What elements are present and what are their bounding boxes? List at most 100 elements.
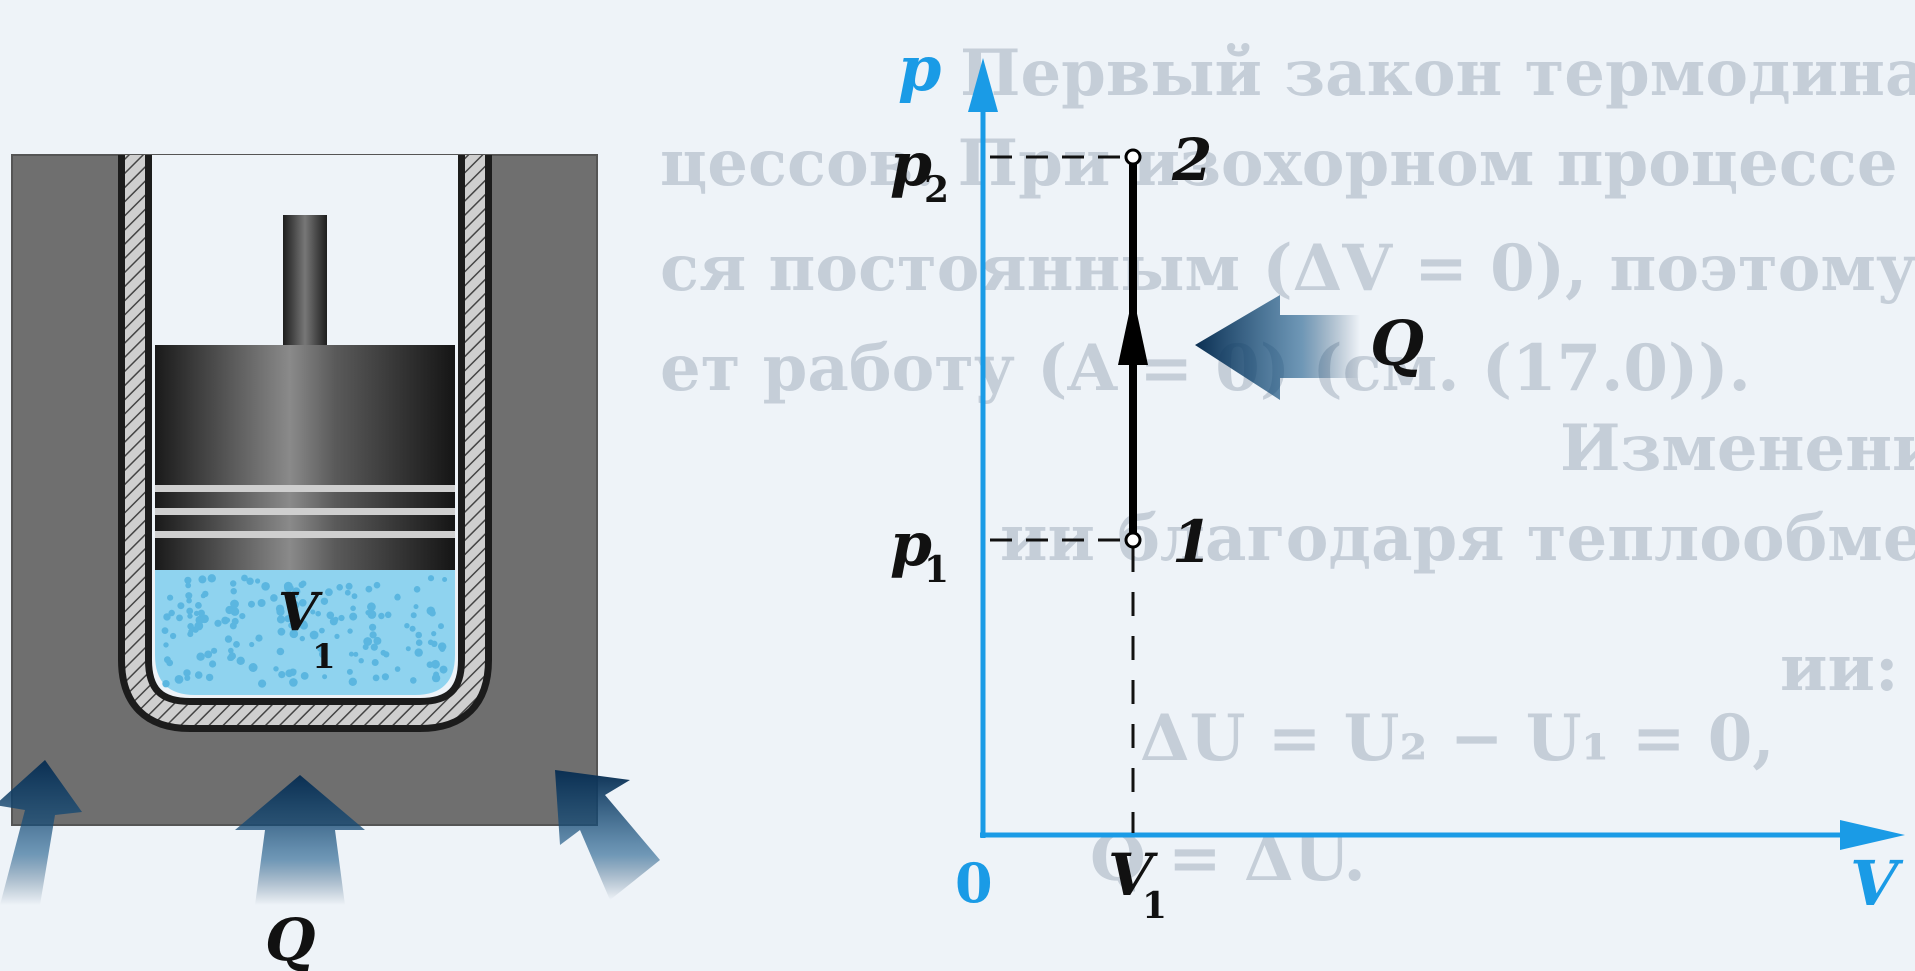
gas-molecule <box>185 582 192 589</box>
gas-molecule <box>248 663 258 672</box>
background-text-line: ΔU = U₂ − U₁ = 0, <box>1140 701 1775 776</box>
gas-molecule <box>177 602 185 610</box>
gas-molecule <box>291 601 300 610</box>
background-text-line: цессов. При изохорном процессе объем газ <box>660 126 1915 201</box>
volume-subscript: 1 <box>312 637 336 677</box>
gas-molecule <box>230 607 240 616</box>
background-text-block: Первый закон термодинамики для изо цессов… <box>660 36 1915 896</box>
background-text-line: Изменение внутренней энерг <box>1560 411 1915 486</box>
gas-molecule <box>284 615 292 623</box>
gas-molecule <box>347 628 353 634</box>
gas-molecule <box>378 612 385 620</box>
gas-molecule <box>410 612 417 619</box>
p1-subscript: 1 <box>924 549 949 591</box>
gas-molecule <box>427 575 435 582</box>
gas-molecule <box>168 609 175 617</box>
point-2-label: 2 <box>1171 126 1212 194</box>
gas-molecule <box>248 600 255 608</box>
gas-molecule <box>348 677 357 686</box>
gas-molecule <box>394 594 401 601</box>
heat-arrow-icon <box>0 760 82 905</box>
piston-rod <box>283 215 327 345</box>
gas-molecule <box>338 614 345 622</box>
gas-molecule <box>349 612 358 621</box>
gas-molecule <box>370 643 378 651</box>
pv-graph: p V 0 p 2 p 1 2 1 V 1 Q <box>890 32 1905 927</box>
gas-molecule <box>289 629 299 639</box>
heat-arrow-icon <box>555 770 660 900</box>
gas-molecule <box>442 577 448 582</box>
gas-molecule <box>167 594 174 601</box>
background-text-line: Первый закон термодинамики для изо <box>960 36 1915 111</box>
gas-molecule <box>439 646 446 652</box>
volume-label: V <box>278 582 323 643</box>
state-point-2 <box>1124 148 1142 166</box>
gas-molecule <box>319 627 325 634</box>
gas-molecule <box>257 599 266 607</box>
gas-molecule <box>200 614 209 624</box>
gas-molecule <box>322 674 328 680</box>
gas-molecule <box>261 582 270 591</box>
gas-molecule <box>161 627 169 634</box>
gas-molecule <box>373 581 381 589</box>
gas-volume <box>155 570 455 695</box>
gas-molecule <box>367 602 376 612</box>
heat-label-graph: Q <box>1370 307 1424 380</box>
gas-molecule <box>365 585 373 593</box>
p-axis-arrowhead <box>968 58 998 112</box>
gas-molecule <box>346 668 353 675</box>
gas-molecule <box>230 588 237 595</box>
gas-molecule <box>315 610 322 617</box>
gas-molecule <box>198 575 207 584</box>
v1-label: V <box>1108 841 1158 909</box>
gas-molecule <box>258 679 267 688</box>
heated-cylinder-illustration: V 1 Q <box>0 154 660 971</box>
v-axis-label: V <box>1850 847 1904 920</box>
gas-molecule <box>202 590 209 598</box>
gas-molecule <box>415 631 423 639</box>
gas-molecules <box>161 574 448 688</box>
gas-molecule <box>351 593 358 600</box>
gas-molecule <box>410 677 417 684</box>
gas-molecule <box>224 635 233 643</box>
gas-molecule <box>204 650 213 659</box>
gas-molecule <box>358 658 364 664</box>
gas-molecule <box>427 639 434 646</box>
gas-molecule <box>345 582 353 590</box>
gas-molecule <box>317 645 324 652</box>
gas-molecule <box>325 588 333 597</box>
p-axis-label: p <box>898 32 941 105</box>
gas-molecule <box>186 607 194 615</box>
gas-molecule <box>214 619 222 627</box>
gas-molecule <box>236 656 245 665</box>
gas-molecule <box>239 613 246 620</box>
gas-molecule <box>196 652 205 661</box>
gas-molecule <box>184 576 192 584</box>
gas-molecule <box>438 623 444 630</box>
gas-molecule <box>336 584 344 591</box>
gas-molecule <box>291 591 299 599</box>
gas-molecule <box>187 613 193 619</box>
gas-molecule <box>276 647 285 656</box>
gas-molecule <box>414 648 423 657</box>
gas-molecule <box>431 659 440 669</box>
heat-arrow-icon <box>1195 295 1360 400</box>
gas-molecule <box>369 623 377 631</box>
gas-molecule <box>299 635 305 642</box>
gas-molecule <box>187 623 194 630</box>
gas-molecule <box>209 660 217 668</box>
gas-molecule <box>310 609 316 615</box>
point-1-label: 1 <box>1172 508 1212 576</box>
gas-molecule <box>255 634 263 642</box>
gas-molecule <box>365 610 371 616</box>
gas-molecule <box>413 604 419 610</box>
gas-molecule <box>233 641 240 648</box>
gas-molecule <box>309 630 319 640</box>
gas-molecule <box>166 659 174 667</box>
gas-molecule <box>276 615 286 624</box>
gas-molecule <box>404 623 410 629</box>
gas-molecule <box>288 622 295 629</box>
gas-molecule <box>176 614 183 622</box>
v-axis-arrowhead <box>1840 820 1905 850</box>
